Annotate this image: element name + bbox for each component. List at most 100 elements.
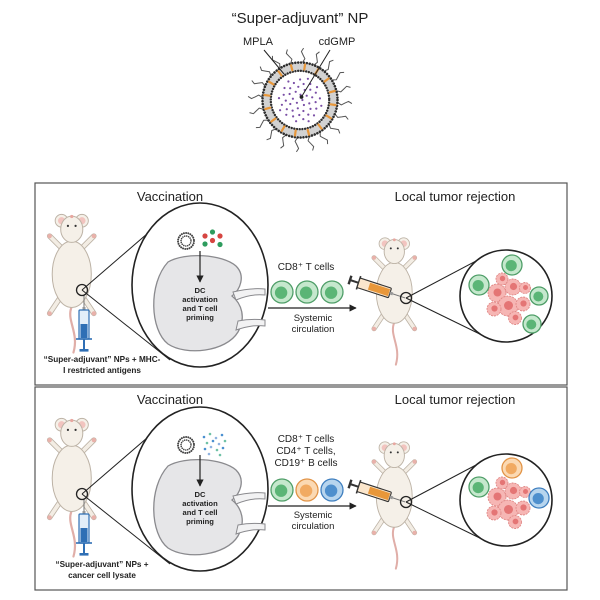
cdgmp-molecule (302, 103, 305, 107)
tumor-cell (508, 515, 522, 529)
vaccine-particle (202, 241, 208, 247)
nanoparticle-header: “Super-adjuvant” NP MPLA cdGMP (232, 10, 368, 153)
cdgmp-molecule (306, 77, 309, 80)
nanoparticle-icon (177, 232, 195, 250)
cdgmp-molecule (301, 98, 304, 102)
mpla-molecule (289, 64, 294, 72)
mpla-pointer (263, 49, 285, 75)
cdgmp-molecule (282, 93, 285, 96)
peg-tail (259, 66, 272, 76)
cdgmp-label: cdGMP (319, 36, 356, 48)
tumor-cell-nucleus (512, 518, 519, 525)
mpla-molecule (306, 128, 311, 136)
lymph-node (153, 254, 243, 352)
vaccine-caption: I restricted antigens (63, 366, 141, 375)
circulating-cell-nucleus (299, 286, 313, 299)
peg-tail (255, 119, 268, 129)
lymph-node-marker (75, 487, 89, 501)
node-text: DC (195, 490, 206, 499)
nanoparticle-icon-inner (180, 235, 192, 247)
tumor-cell-nucleus (499, 275, 506, 282)
vaccination-title: Vaccination (137, 189, 203, 204)
infiltrating-cell (501, 254, 523, 276)
vaccine-particle (211, 439, 215, 443)
cdgmp-molecule (277, 97, 281, 100)
peg-tail (247, 94, 263, 100)
cdgmp-molecule (291, 109, 294, 112)
peg-tail (337, 100, 353, 106)
circulating-cell-nucleus (274, 286, 288, 299)
peg-tail (285, 49, 293, 64)
vaccine-particle (218, 453, 222, 457)
mpla-molecule (293, 129, 297, 137)
cdgmp-molecule (285, 113, 288, 116)
vaccine-particle (217, 442, 221, 446)
tumor-cell-nucleus (504, 505, 513, 514)
mpla-molecule (268, 80, 275, 86)
cdgmp-molecule (297, 85, 300, 88)
tumor-cell-nucleus (523, 285, 528, 290)
cell-type-label: CD8⁺ T cells (278, 262, 335, 273)
lipid-bilayer (263, 63, 337, 137)
peg-tail (280, 134, 287, 149)
peg-tail (313, 51, 320, 66)
node-text: DC (195, 286, 206, 295)
cdgmp-molecule (314, 91, 317, 94)
infiltrating-cell (501, 457, 523, 479)
lymph-vessel (232, 288, 266, 301)
infiltrating-cell-nucleus (472, 482, 484, 494)
cell-type-label: CD4⁺ T cells, (276, 446, 335, 457)
mpla-label: MPLA (243, 36, 274, 48)
circulating-cell (295, 280, 319, 304)
peg-tail (266, 128, 276, 141)
vaccine-particle (217, 233, 223, 239)
cdgmp-molecule (288, 92, 291, 96)
mpla-molecule (277, 70, 283, 77)
peg-tail (334, 113, 349, 120)
cdgmp-molecule (295, 101, 298, 104)
peg-tail (332, 71, 345, 81)
cdgmp-molecule (279, 109, 282, 112)
cdgmp-molecule (298, 113, 301, 117)
cdgmp-molecule (283, 86, 286, 90)
tumor-marker (399, 495, 413, 509)
circulating-cell (295, 478, 319, 502)
circulating-cell-nucleus (274, 484, 288, 497)
tumor-cell-nucleus (493, 492, 502, 501)
mpla-molecule (270, 117, 277, 123)
vaccine-particle (202, 233, 208, 239)
tumor-cell (508, 311, 522, 325)
tumor-cell-nucleus (520, 504, 527, 511)
lymph-vessel (235, 318, 266, 331)
peg-tail (294, 137, 300, 153)
mpla-molecule (303, 63, 307, 71)
lymph-vessel (235, 522, 266, 535)
zoom-line (81, 289, 171, 361)
vaccine-particle (220, 433, 224, 437)
peg-tail (307, 136, 315, 151)
peg-tail (300, 47, 306, 63)
vaccine-particle (208, 432, 212, 436)
infiltrating-cell-nucleus (472, 280, 484, 292)
vaccine-particle (209, 445, 213, 449)
nanoparticle-icon-inner (180, 439, 192, 451)
tumor-cell (504, 278, 522, 296)
circulation-text: circulation (292, 521, 335, 532)
nanoparticle-icon (177, 436, 195, 454)
vaccine-particle (202, 435, 206, 439)
infiltrating-cell (529, 286, 549, 306)
infiltrating-cell (522, 314, 542, 334)
mpla-molecule (328, 89, 336, 94)
panel-frame (34, 182, 568, 386)
infiltrating-cell-nucleus (532, 493, 544, 505)
circulating-cell-nucleus (299, 484, 313, 497)
peg-tail (324, 59, 334, 72)
cdgmp-molecule (318, 97, 321, 100)
cdgmp-pointer-dot (299, 95, 304, 99)
cdgmp-molecule (315, 107, 318, 110)
vaccination-title: Vaccination (137, 392, 203, 407)
cdgmp-molecule (292, 81, 295, 85)
cdgmp-molecule (299, 78, 302, 81)
vaccine-caption: “Super-adjuvant” NPs + MHC- (44, 355, 161, 364)
circulation-text: Systemic (294, 510, 333, 521)
